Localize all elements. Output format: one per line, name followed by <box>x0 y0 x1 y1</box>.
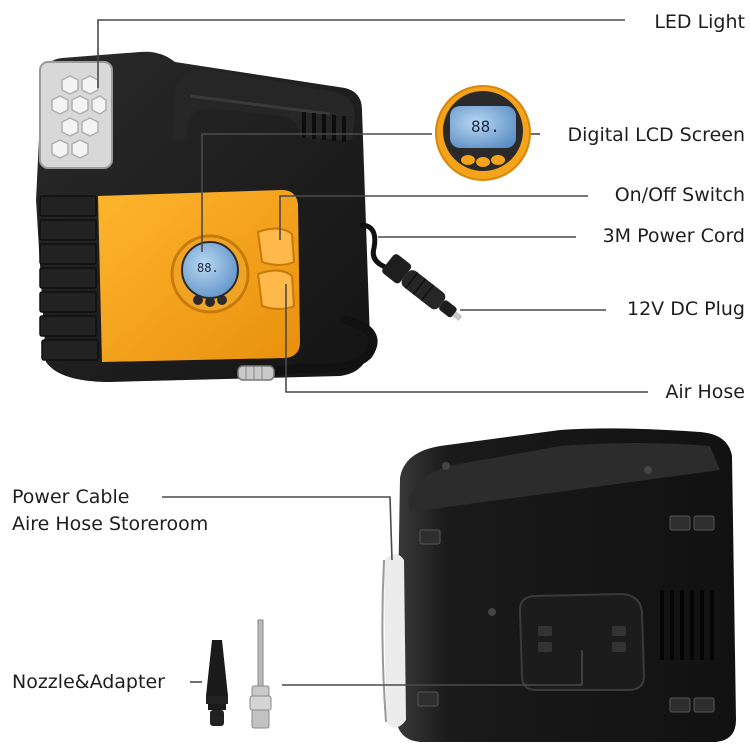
callout-nozzle-adapter: Nozzle&Adapter <box>12 671 165 693</box>
power-button[interactable] <box>256 227 296 266</box>
air-hose <box>265 315 378 377</box>
nozzle-icon <box>206 640 228 726</box>
power-cord <box>359 222 391 271</box>
body-lcd-reading: 88. <box>197 261 219 275</box>
adapter-needle-icon <box>249 619 272 729</box>
led-cluster-icon <box>51 75 107 159</box>
callout-led-light: LED Light <box>654 11 745 33</box>
storage-compartment[interactable] <box>518 592 646 691</box>
callout-storeroom-line2: Aire Hose Storeroom <box>12 513 209 535</box>
compressor-rear <box>381 428 736 742</box>
callout-air-hose: Air Hose <box>665 381 745 403</box>
dc-plug <box>382 254 463 322</box>
compressor-front: 88. <box>36 51 463 382</box>
callout-on-off-switch: On/Off Switch <box>614 184 745 206</box>
callout-lcd-screen: Digital LCD Screen <box>567 124 745 146</box>
leader-lines <box>97 19 648 686</box>
callout-power-cord: 3M Power Cord <box>602 225 745 247</box>
lcd-closeup: 88. <box>435 85 531 181</box>
light-button[interactable] <box>256 269 296 310</box>
callout-storeroom-line1: Power Cable <box>12 486 130 508</box>
callout-dc-plug: 12V DC Plug <box>627 298 745 320</box>
closeup-lcd-reading: 88. <box>471 117 500 136</box>
